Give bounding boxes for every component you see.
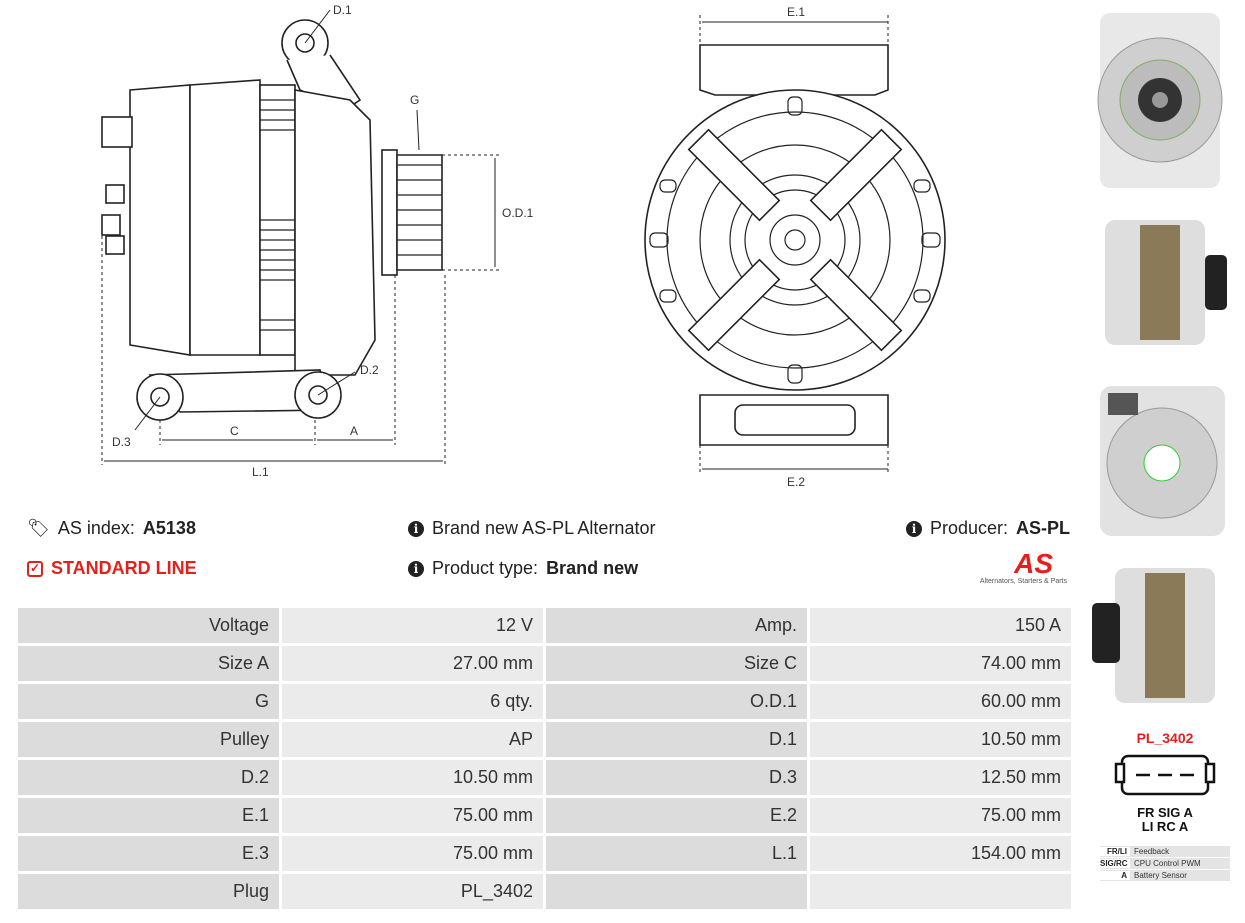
plug-title: PL_3402	[1136, 730, 1194, 746]
product-photo-rear	[1100, 386, 1225, 536]
legend-code: FR/LI	[1100, 847, 1130, 856]
spec-label	[546, 874, 807, 909]
producer-value: AS-PL	[1016, 518, 1071, 538]
plug-pins-top: FR SIG A	[1137, 805, 1193, 820]
spec-label: Voltage	[18, 608, 279, 643]
checkbox-checked-icon: ✓	[27, 560, 43, 577]
spec-label: D.3	[546, 760, 807, 795]
legend-code: SIG/RC	[1100, 859, 1130, 868]
spec-value: 12 V	[282, 608, 543, 643]
spec-label: G	[18, 684, 279, 719]
as-index-value: A5138	[142, 518, 196, 538]
legend-row: SIG/RC CPU Control PWM	[1100, 858, 1230, 869]
dim-g-label: G	[410, 93, 419, 107]
spec-value: 12.50 mm	[810, 760, 1071, 795]
spec-value	[810, 874, 1071, 909]
dim-d2-label: D.2	[360, 363, 379, 377]
spec-label: D.2	[18, 760, 279, 795]
spec-value: AP	[282, 722, 543, 757]
spec-value: 154.00 mm	[810, 836, 1071, 871]
product-photo-angle	[1092, 568, 1215, 703]
info-icon: i	[408, 560, 424, 577]
spec-label: Size C	[546, 646, 807, 681]
dim-c-label: C	[230, 424, 239, 438]
plug-pins-bottom: LI RC A	[1141, 819, 1189, 834]
front-view-drawing: E.1 E.2	[644, 5, 946, 489]
spec-label: Plug	[18, 874, 279, 909]
logo-text: AS	[1014, 548, 1053, 579]
product-type-label: Product type:	[432, 558, 539, 578]
legend-row: A Battery Sensor	[1100, 870, 1230, 881]
brand-info: i Brand new AS-PL Alternator	[408, 518, 655, 539]
spec-value: 27.00 mm	[282, 646, 543, 681]
info-icon: i	[408, 520, 424, 537]
legend-code: A	[1100, 871, 1130, 880]
producer-label: Producer:	[930, 518, 1009, 538]
side-view-drawing: D.1 G O.D.1 D.2 D.3	[101, 3, 534, 479]
legend-row: FR/LI Feedback	[1100, 846, 1230, 857]
dim-e1-label: E.1	[787, 5, 805, 19]
product-photo-side	[1105, 220, 1227, 345]
dim-l1-label: L.1	[252, 465, 269, 479]
dim-d1-label: D.1	[333, 3, 352, 17]
tags-icon: 🏷	[27, 518, 50, 538]
spec-label: Pulley	[18, 722, 279, 757]
spec-label: Size A	[18, 646, 279, 681]
legend-desc: CPU Control PWM	[1134, 859, 1201, 868]
spec-value: 74.00 mm	[810, 646, 1071, 681]
as-index: 🏷 AS index: A5138	[27, 518, 196, 539]
legend-desc: Battery Sensor	[1134, 871, 1187, 880]
dim-a-label: A	[350, 424, 358, 438]
spec-label: E.1	[18, 798, 279, 833]
spec-value: 10.50 mm	[282, 760, 543, 795]
logo-tagline: Alternators, Starters & Parts	[979, 578, 1067, 585]
as-logo: AS Alternators, Starters & Parts	[963, 548, 1067, 586]
brand-text: Brand new AS-PL Alternator	[432, 518, 656, 538]
spec-value: 6 qty.	[282, 684, 543, 719]
spec-label: D.1	[546, 722, 807, 757]
plug-connector-icon	[1114, 754, 1216, 796]
product-type-value: Brand new	[546, 558, 639, 578]
spec-label: E.2	[546, 798, 807, 833]
spec-label: E.3	[18, 836, 279, 871]
dim-e2-label: E.2	[787, 475, 805, 489]
legend-desc: Feedback	[1134, 847, 1170, 856]
spec-value: 75.00 mm	[282, 836, 543, 871]
spec-label: O.D.1	[546, 684, 807, 719]
as-index-label: AS index:	[57, 518, 135, 538]
info-icon: i	[906, 520, 922, 537]
spec-label: Amp.	[546, 608, 807, 643]
spec-value: 60.00 mm	[810, 684, 1071, 719]
spec-value: PL_3402	[282, 874, 543, 909]
spec-value: 10.50 mm	[810, 722, 1071, 757]
spec-value: 150 A	[810, 608, 1071, 643]
product-photo-front	[1097, 13, 1223, 188]
spec-label: L.1	[546, 836, 807, 871]
dim-od1-label: O.D.1	[502, 206, 534, 220]
spec-value: 75.00 mm	[282, 798, 543, 833]
spec-value: 75.00 mm	[810, 798, 1071, 833]
standard-line: ✓ STANDARD LINE	[27, 558, 197, 579]
product-type: i Product type: Brand new	[408, 558, 638, 579]
standard-line-label: STANDARD LINE	[51, 558, 197, 578]
dim-d3-label: D.3	[112, 435, 131, 449]
producer-info: i Producer: AS-PL	[906, 518, 1070, 539]
